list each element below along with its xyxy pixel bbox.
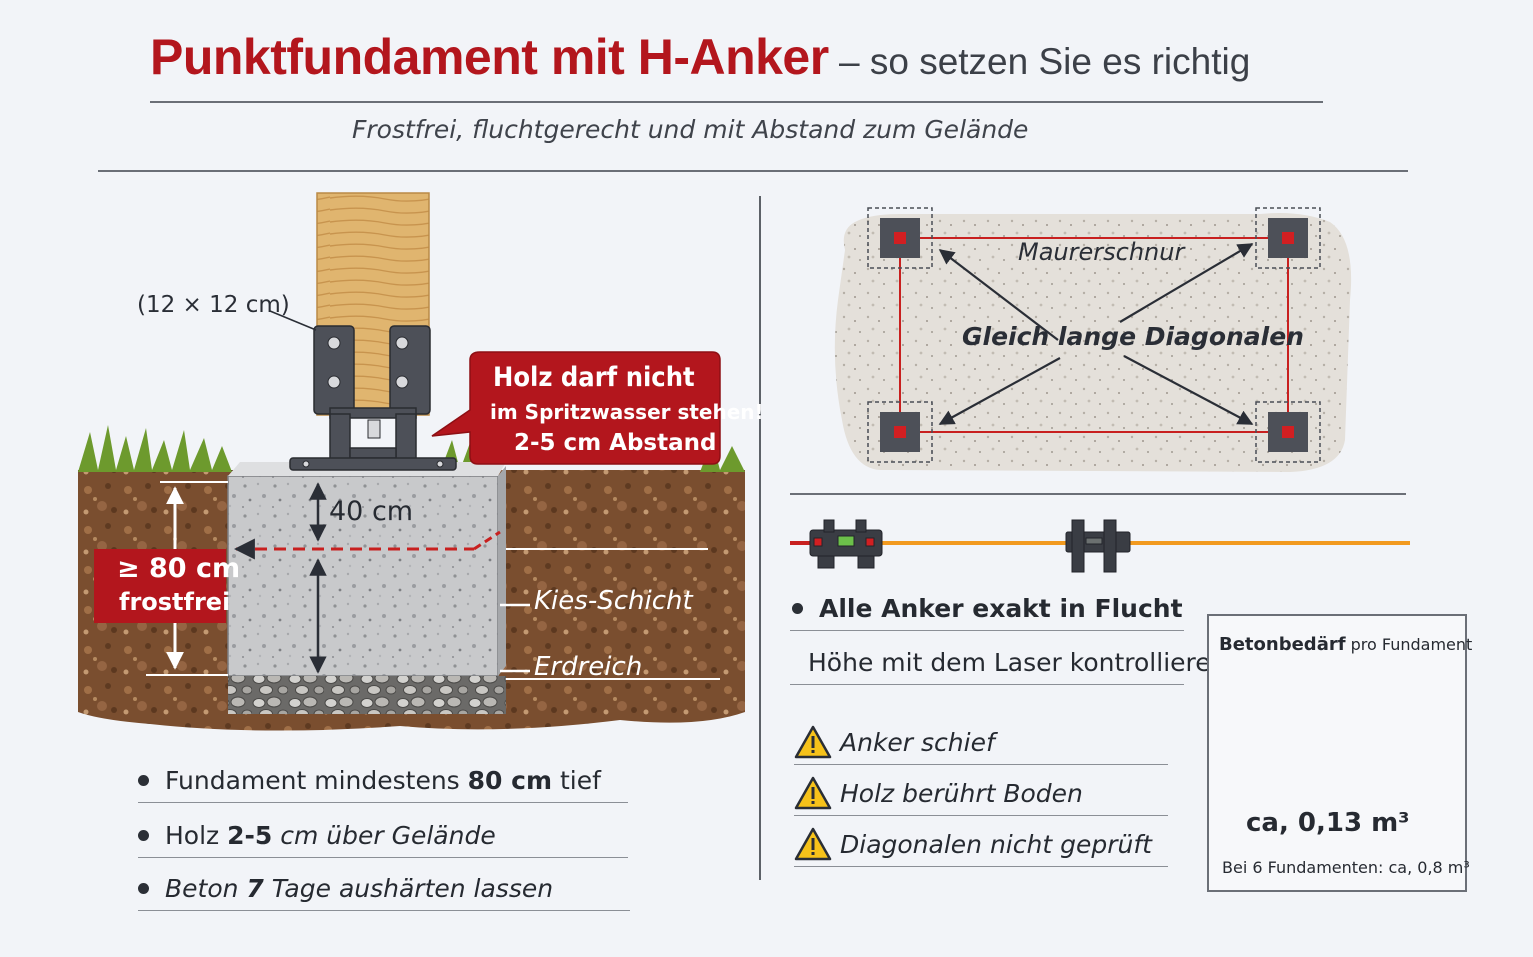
diagonal-label: Gleich lange Diagonalen [962,322,1304,351]
list-item: Höhe mit dem Laser kontrollieren [790,640,1226,685]
h-anchor-plan-icon [1065,519,1131,573]
concrete-volume: ca, 0,13 m³ [1246,808,1410,838]
list-item: Fundament mindestens 80 cm tief [138,758,628,803]
warning-item: Holz berührt Boden [794,771,1168,816]
warning-item: Anker schief [794,720,1168,765]
list-item: Alle Anker exakt in Flucht [790,586,1184,631]
header-divider [98,170,1408,172]
title-sub: – so setzen Sie es richtig [828,41,1251,82]
frost-depth-line-1: ≥ 80 cm [117,553,241,584]
list-item: Beton 7 Tage aushärten lassen [138,866,630,911]
warning-item: Diagonalen nicht geprüft [794,822,1168,867]
gravel-layer [228,676,506,714]
callout-line-1: Holz darf nicht [493,362,695,393]
anchor-corner-tl [867,207,933,269]
bullet-dot [138,774,149,786]
kies-label: Kies-Schicht [534,586,693,616]
anchor-corner-br [1255,401,1321,463]
warning-icon [794,725,832,759]
laser-level-icon [809,519,883,569]
mason-string [899,237,1289,433]
frost-depth-line-2: frostfrei [119,588,231,616]
page-title: Punktfundament mit H-Anker – so setzen S… [150,28,1250,86]
anchor-corner-tr [1255,207,1321,269]
erdreich-label: Erdreich [534,652,643,682]
warning-icon [794,776,832,810]
concrete-block [227,475,499,677]
anchor-corner-bl [867,401,933,463]
frost-depth-badge [94,549,226,623]
mason-string-label: Maurerschnur [1018,238,1185,266]
warning-icon [794,827,832,861]
concrete-side [498,466,506,676]
bullet-dot [138,882,149,894]
callout-bubble [431,351,721,465]
title-underline [150,101,1323,103]
title-main: Punktfundament mit H-Anker [150,29,829,85]
dim-40-label: 40 cm [329,496,414,527]
list-item: Holz 2-5 cm über Gelände [138,813,628,858]
column-divider [759,196,761,880]
post-size-label: (12 × 12 cm) [137,292,290,318]
callout-line-2: im Spritzwasser stehen! [490,400,764,424]
diagonal-arrow-2 [938,357,1061,425]
concrete-total: Bei 6 Fundamenten: ca, 0,8 m³ [1222,858,1470,877]
concrete-box-title: Betonbedärf pro Fundament [1219,634,1473,655]
bullet-dot [792,602,803,614]
callout-line-3: 2-5 cm Abstand [514,430,717,456]
subtitle: Frostfrei, fluchtgerecht und mit Abstand… [352,115,1029,144]
bullet-dot [138,829,149,841]
diagonal-arrow-1 [938,249,1059,341]
concrete-demand-box [1207,614,1467,892]
